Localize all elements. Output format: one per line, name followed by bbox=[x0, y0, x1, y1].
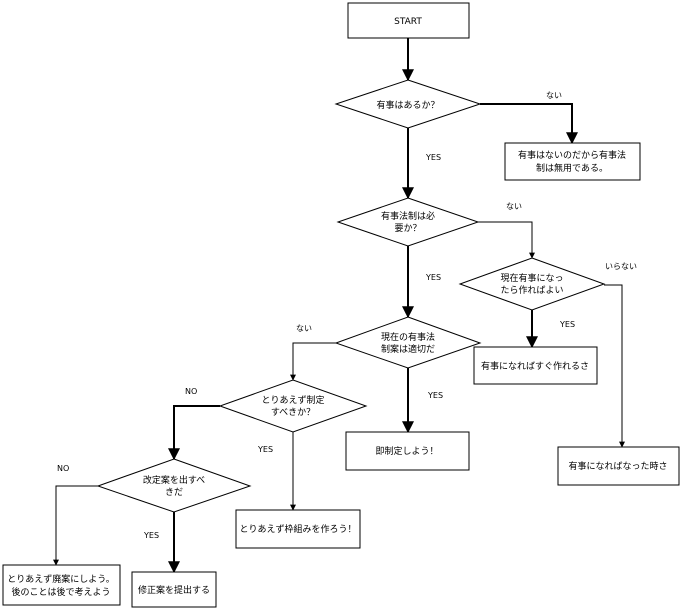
edge-label-q4-yes: YES bbox=[257, 445, 273, 454]
decision-q2 bbox=[336, 197, 480, 247]
result-r5 bbox=[131, 571, 217, 608]
q3-label-line2: 制案は適切だ bbox=[381, 343, 435, 355]
connector-q3-no bbox=[290, 342, 336, 381]
q2-label-line1: 有事法制は必 bbox=[381, 210, 435, 222]
edge-label-q6-no: いらない bbox=[605, 262, 637, 271]
edge-label-q5-yes: YES bbox=[143, 531, 159, 540]
result-r2 bbox=[345, 431, 470, 471]
edge-label-q4-no: NO bbox=[185, 387, 197, 396]
r7-label: 有事になればなった時さ bbox=[568, 460, 667, 472]
connector-q4-no bbox=[168, 405, 220, 461]
edge-label-q3-yes: YES bbox=[427, 391, 443, 400]
decision-q4 bbox=[218, 379, 368, 433]
q3-label-line1: 現在の有事法 bbox=[381, 331, 435, 343]
result-r4 bbox=[2, 564, 121, 606]
r2-label: 即制定しよう！ bbox=[375, 445, 438, 457]
r6-label: 有事になればすぐ作れるさ bbox=[481, 360, 589, 372]
decision-q1 bbox=[334, 79, 482, 129]
edge-label-q1-no: ない bbox=[546, 91, 562, 100]
q6-label-line2: たら作ればよい bbox=[500, 284, 563, 296]
r1-label-line2: 制は無用である。 bbox=[536, 162, 608, 174]
r1-label-line1: 有事はないのだから有事法 bbox=[518, 149, 626, 161]
edge-label-q3-no: ない bbox=[296, 324, 312, 333]
q4-label-line1: とりあえず制定 bbox=[261, 394, 324, 406]
decision-q3 bbox=[334, 316, 482, 369]
result-r6 bbox=[473, 346, 598, 385]
start-label: START bbox=[394, 17, 422, 27]
edge-label-q2-no: ない bbox=[506, 202, 522, 211]
q1-label: 有事はあるか？ bbox=[376, 99, 439, 111]
edge-label-q5-no: NO bbox=[57, 464, 69, 473]
q5-label-line2: きだ bbox=[165, 487, 183, 498]
result-r3 bbox=[235, 509, 361, 549]
connector-q6-no bbox=[604, 284, 625, 448]
q5-label-line1: 改定案を出すべ bbox=[143, 474, 205, 486]
result-r1 bbox=[504, 142, 641, 181]
r4-label-line1: とりあえず廃案にしよう。 bbox=[7, 573, 114, 585]
edge-label-q6-yes: YES bbox=[559, 320, 575, 329]
edge-label-q2-yes: YES bbox=[425, 273, 441, 282]
q2-label-line2: 要か？ bbox=[394, 223, 421, 234]
connector-q5-no bbox=[53, 485, 98, 566]
connector-q1-no bbox=[480, 103, 578, 145]
q6-label-line1: 現在有事になっ bbox=[500, 272, 563, 284]
connector-q2-no bbox=[478, 221, 535, 259]
r3-label: とりあえず枠組みを作ろう！ bbox=[239, 523, 356, 535]
start-node bbox=[347, 2, 470, 39]
r4-label-line2: 後のことは後で考えよう bbox=[11, 586, 110, 598]
q4-label-line2: すべきか？ bbox=[271, 407, 315, 418]
r5-label: 修正案を提出する bbox=[138, 584, 210, 596]
result-r7 bbox=[557, 446, 680, 486]
decision-q6 bbox=[458, 257, 606, 311]
edge-label-q1-yes: YES bbox=[425, 153, 441, 162]
decision-q5 bbox=[96, 458, 252, 513]
